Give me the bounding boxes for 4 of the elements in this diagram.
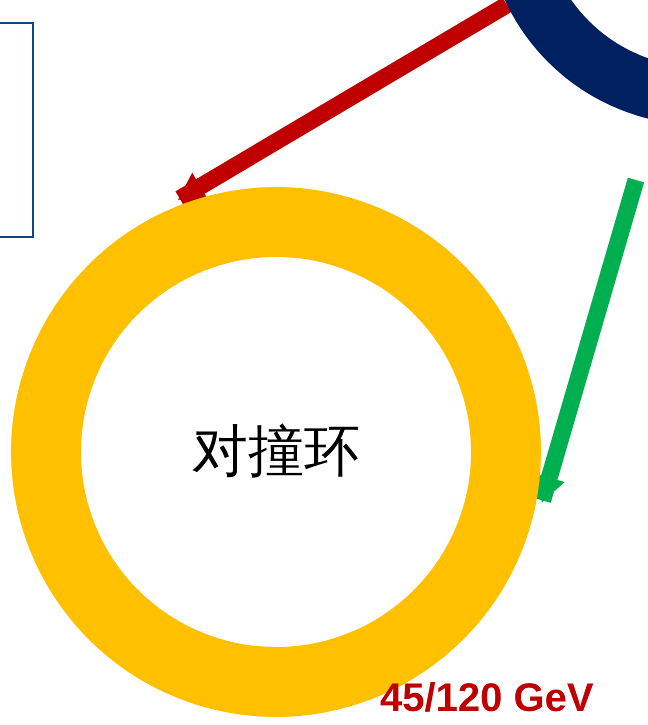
- energy-label: 45/120 GeV: [380, 676, 594, 721]
- ring-label: 对撞环: [191, 418, 361, 486]
- arrow: [175, 0, 512, 206]
- outlined-box: [0, 22, 34, 238]
